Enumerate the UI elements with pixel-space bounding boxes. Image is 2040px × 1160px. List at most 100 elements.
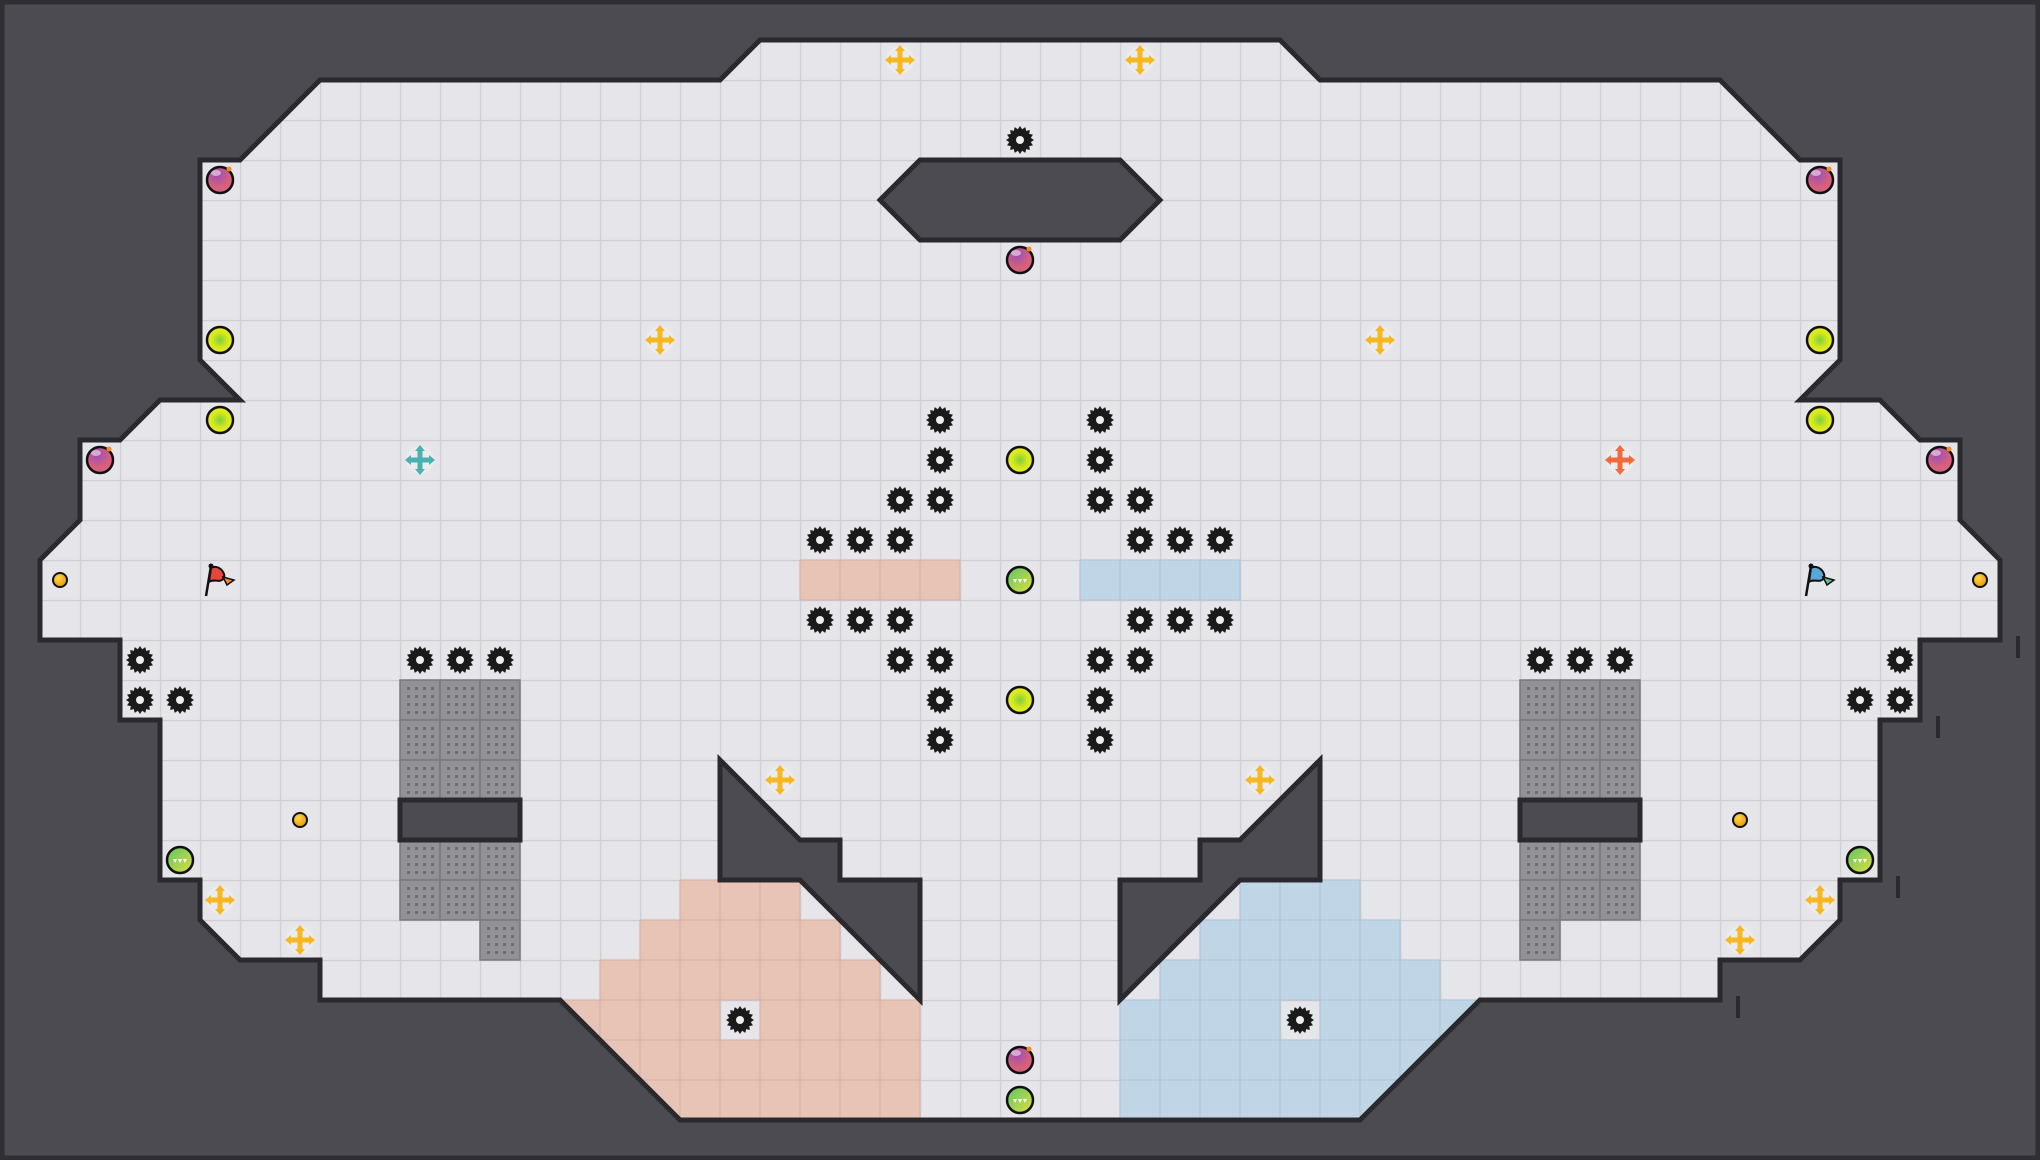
metal-block	[1599, 679, 1641, 721]
metal-block	[439, 719, 481, 761]
saw-blade-icon	[1086, 486, 1114, 514]
red-zone-tile	[639, 1039, 681, 1081]
red-zone-tile	[839, 1079, 881, 1121]
blue-flag-icon	[1804, 563, 1836, 597]
move-arrows-icon	[285, 925, 315, 955]
red-zone-tile	[759, 1079, 801, 1121]
blue-zone-tile	[1199, 1079, 1241, 1121]
metal-block	[479, 839, 521, 881]
blue-zone-tile	[1279, 1079, 1321, 1121]
saw-blade-icon	[1086, 686, 1114, 714]
lime-orb-icon	[1805, 405, 1835, 435]
saw-blade-icon	[1126, 486, 1154, 514]
move-arrows-icon	[1805, 885, 1835, 915]
metal-block	[439, 759, 481, 801]
saw-blade-icon	[486, 646, 514, 674]
move-arrows-icon	[645, 325, 675, 355]
red-zone-tile	[719, 1039, 761, 1081]
blue-zone-tile	[1319, 879, 1361, 921]
saw-blade-icon	[886, 606, 914, 634]
red-zone-tile	[839, 999, 881, 1041]
blue-zone-tile	[1279, 879, 1321, 921]
blue-zone-tile	[1319, 999, 1361, 1041]
saw-blade-icon	[1126, 606, 1154, 634]
blue-zone-tile	[1159, 999, 1201, 1041]
lime-orb-icon	[205, 405, 235, 435]
board-items	[52, 45, 1988, 1115]
metal-block	[479, 879, 521, 921]
red-zone-tile	[719, 919, 761, 961]
metal-block	[1519, 719, 1561, 761]
red-zone-tile	[719, 1079, 761, 1121]
coin-icon	[1972, 572, 1988, 588]
red-zone-tile	[679, 959, 721, 1001]
move-arrows-icon	[1725, 925, 1755, 955]
blue-zone-tile	[1119, 999, 1161, 1041]
red-zone-tile	[599, 999, 641, 1041]
red-zone-tile	[719, 959, 761, 1001]
red-zone-tile	[879, 999, 921, 1041]
blue-zone-tile	[1319, 1079, 1361, 1121]
saw-blade-icon	[806, 606, 834, 634]
blue-zone-tile	[1359, 919, 1401, 961]
bomb-icon	[1805, 165, 1835, 195]
red-zone-tile	[799, 999, 841, 1041]
red-zone-tile	[679, 1039, 721, 1081]
red-zone-tile	[679, 1079, 721, 1121]
blue-zone-tile	[1319, 959, 1361, 1001]
metal-block	[399, 879, 441, 921]
metal-block	[479, 919, 521, 961]
bomb-icon	[85, 445, 115, 475]
coin-icon	[52, 572, 68, 588]
lime-orb-icon	[1005, 685, 1035, 715]
saw-blade-icon	[126, 686, 154, 714]
bomb-icon	[1005, 245, 1035, 275]
speed-orb-icon	[1845, 845, 1875, 875]
move-arrows-icon	[1245, 765, 1275, 795]
saw-blade-icon	[446, 646, 474, 674]
metal-block	[1559, 839, 1601, 881]
metal-block	[399, 719, 441, 761]
blue-zone-tile	[1159, 559, 1201, 601]
saw-blade-icon	[926, 646, 954, 674]
saw-blade-icon	[1086, 726, 1114, 754]
red-zone-tile	[759, 879, 801, 921]
saw-blade-icon	[926, 486, 954, 514]
saw-blade-icon	[846, 606, 874, 634]
speed-orb-icon	[1005, 565, 1035, 595]
saw-blade-icon	[166, 686, 194, 714]
metal-block	[399, 839, 441, 881]
red-zone-tile	[759, 999, 801, 1041]
red-zone-tile	[799, 1079, 841, 1121]
red-zone-tile	[639, 999, 681, 1041]
red-zone-tile	[679, 879, 721, 921]
metal-block	[1559, 759, 1601, 801]
saw-blade-icon	[1166, 606, 1194, 634]
red-zone-tile	[639, 959, 681, 1001]
blue-zone-tile	[1239, 879, 1281, 921]
blue-zone-tile	[1319, 919, 1361, 961]
saw-blade-icon	[1526, 646, 1554, 674]
blue-zone-tile	[1359, 999, 1401, 1041]
metal-block	[439, 839, 481, 881]
saw-blade-icon	[406, 646, 434, 674]
blue-zone-tile	[1359, 1039, 1401, 1081]
saw-blade-icon	[1886, 646, 1914, 674]
blue-zone-tile	[1119, 559, 1161, 601]
saw-blade-icon	[1206, 606, 1234, 634]
red-zone-tile	[719, 879, 761, 921]
metal-block	[1519, 879, 1561, 921]
speed-orb-icon	[165, 845, 195, 875]
saw-blade-icon	[1006, 126, 1034, 154]
move-arrows-icon	[765, 765, 795, 795]
move-arrows-icon	[1125, 45, 1155, 75]
metal-block	[479, 679, 521, 721]
saw-blade-icon	[1606, 646, 1634, 674]
bomb-icon	[1005, 1045, 1035, 1075]
coin-icon	[292, 812, 308, 828]
blue-zone-tile	[1279, 1039, 1321, 1081]
blue-zone-tile	[1159, 1079, 1201, 1121]
move-arrows-icon	[885, 45, 915, 75]
saw-blade-icon	[1566, 646, 1594, 674]
